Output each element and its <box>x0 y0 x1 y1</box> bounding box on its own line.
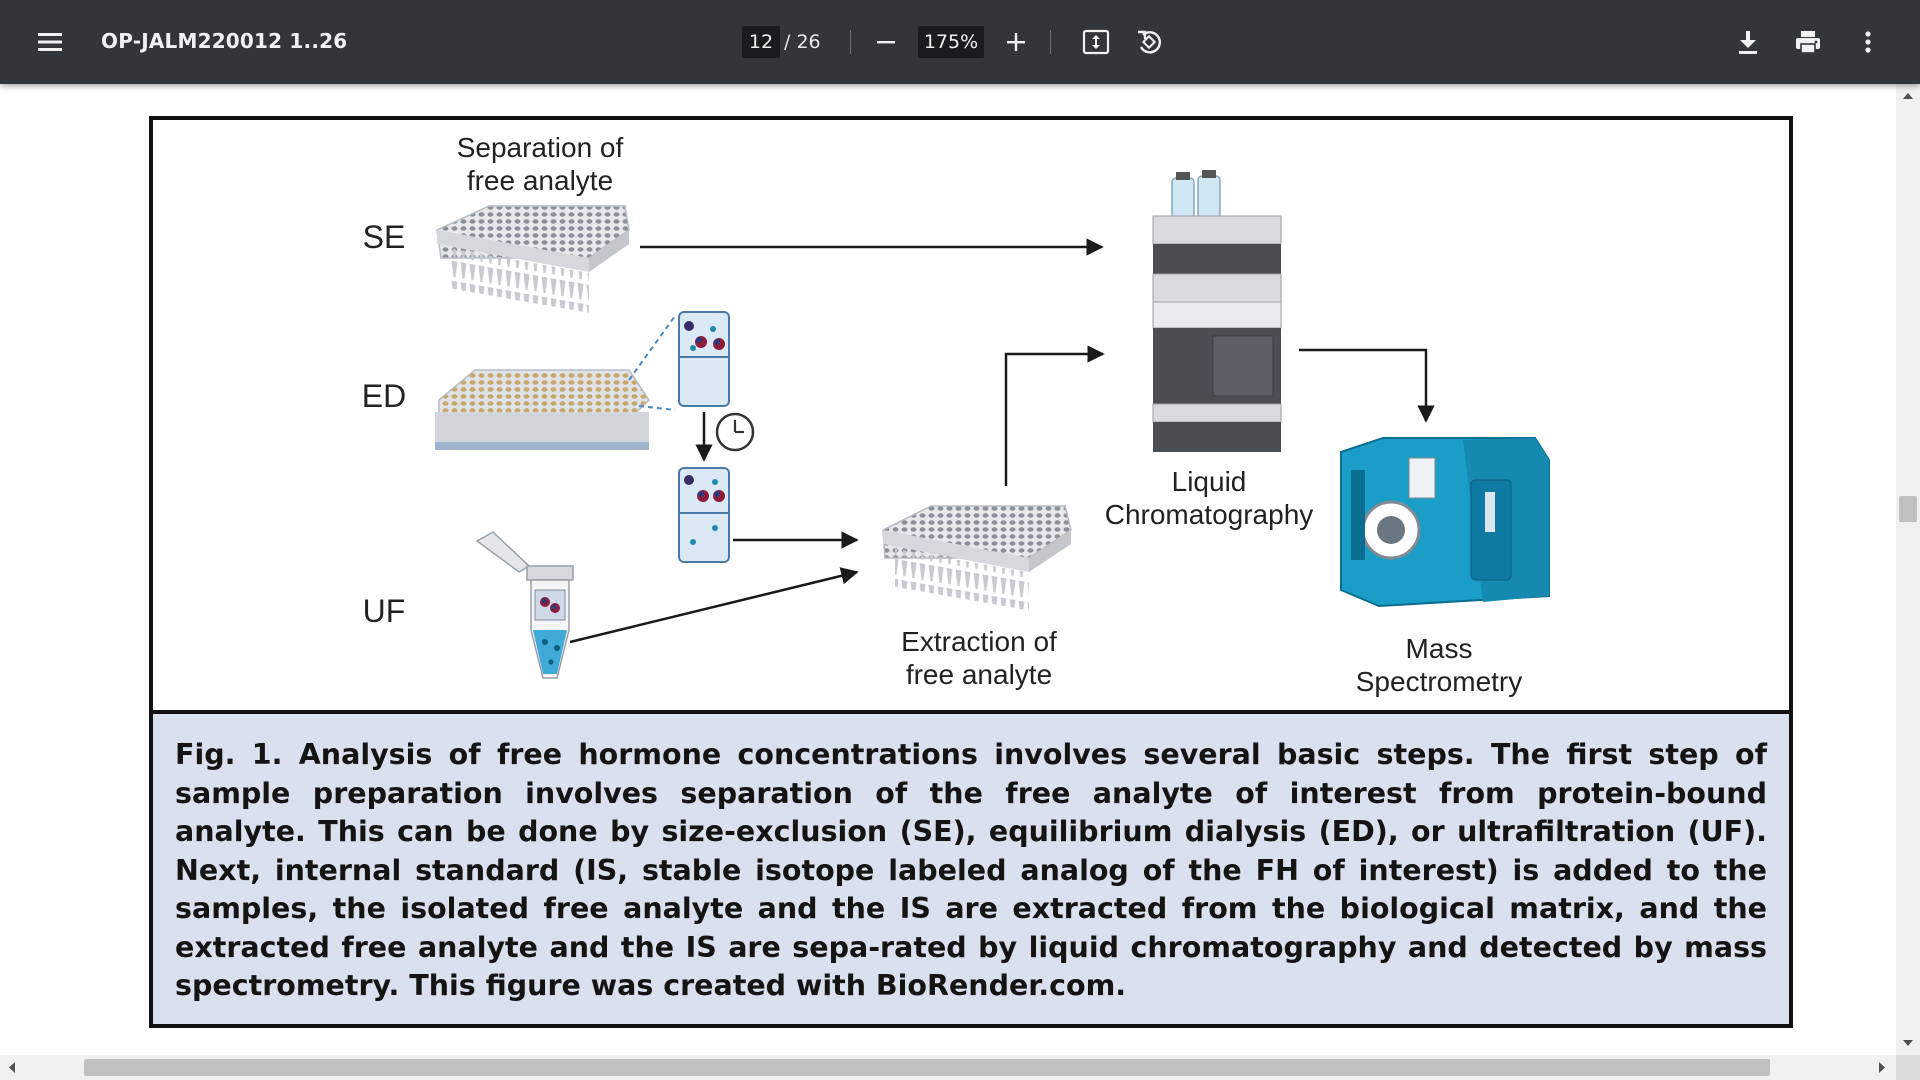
label-extraction-line2: free analyte <box>906 659 1052 690</box>
figure-caption: Fig. 1. Analysis of free hormone concent… <box>153 710 1789 1024</box>
label-lc-line1: Liquid <box>1172 466 1247 497</box>
triangle-down-icon <box>1903 1040 1913 1046</box>
scroll-down-arrow[interactable] <box>1896 1035 1920 1051</box>
toolbar-divider <box>1050 30 1051 54</box>
horizontal-scroll-thumb[interactable] <box>84 1059 1770 1076</box>
figure-illustration: SE ED UF Separation of free analyte <box>153 120 1789 710</box>
fit-page-icon <box>1082 29 1110 55</box>
clock-icon <box>715 412 755 452</box>
se-filter-plate <box>436 205 630 313</box>
more-vert-icon <box>1865 31 1871 53</box>
vertical-scroll-thumb[interactable] <box>1899 496 1917 522</box>
page-number-input[interactable]: 12 <box>742 26 780 58</box>
minus-icon <box>877 41 895 44</box>
rotate-button[interactable] <box>1129 22 1169 62</box>
pdf-viewport[interactable]: SE ED UF Separation of free analyte <box>0 84 1896 1055</box>
caption-figure-label: Fig. 1. <box>175 738 283 771</box>
arrow-uf-to-extraction <box>569 567 859 644</box>
vertical-scrollbar[interactable] <box>1896 84 1920 1055</box>
triangle-right-icon <box>1879 1062 1885 1073</box>
pdf-toolbar: OP-JALM220012 1..26 12 / 26 175% <box>0 0 1920 84</box>
label-ed: ED <box>362 378 406 414</box>
caption-body: Analysis of free hormone concentrations … <box>175 738 1767 1002</box>
mass-spectrometer <box>1340 437 1550 608</box>
arrow-extraction-to-lc <box>1004 345 1105 486</box>
scrollbar-corner <box>1896 1055 1920 1080</box>
liquid-chromatograph <box>1152 170 1282 452</box>
scroll-right-arrow[interactable] <box>1872 1057 1892 1078</box>
label-ms-line2: Spectrometry <box>1356 666 1523 697</box>
dialysis-cell-equilibrium <box>678 467 730 563</box>
ed-dialysis-plate <box>435 369 650 450</box>
extraction-plate <box>882 505 1072 611</box>
arrow-lc-to-ms <box>1299 348 1435 423</box>
label-separation-line2: free analyte <box>467 165 613 196</box>
zoom-line <box>638 405 676 411</box>
zoom-out-button[interactable] <box>866 22 906 62</box>
download-icon <box>1739 31 1757 54</box>
triangle-left-icon <box>9 1062 15 1073</box>
zoom-line <box>628 315 676 381</box>
triangle-up-icon <box>1903 93 1913 99</box>
document-title: OP-JALM220012 1..26 <box>101 29 348 53</box>
label-separation-line1: Separation of <box>457 132 624 163</box>
dialysis-cell-start <box>678 311 730 407</box>
print-icon <box>1796 31 1820 54</box>
label-uf: UF <box>363 593 406 629</box>
figure-frame: SE ED UF Separation of free analyte <box>149 116 1793 1028</box>
menu-button[interactable] <box>30 22 70 62</box>
page-total: / 26 <box>784 31 821 53</box>
zoom-in-button[interactable] <box>996 22 1036 62</box>
print-button[interactable] <box>1788 22 1828 62</box>
fit-to-page-button[interactable] <box>1076 22 1116 62</box>
zoom-level-input[interactable]: 175% <box>918 26 984 58</box>
caption-paragraph: Fig. 1. Analysis of free hormone concent… <box>175 736 1767 1006</box>
download-button[interactable] <box>1728 22 1768 62</box>
more-actions-button[interactable] <box>1848 22 1888 62</box>
toolbar-divider <box>850 30 851 54</box>
rotate-icon <box>1138 30 1162 54</box>
horizontal-scrollbar[interactable] <box>0 1055 1920 1080</box>
scroll-up-arrow[interactable] <box>1896 88 1920 104</box>
label-ms-line1: Mass <box>1406 633 1473 664</box>
ultrafiltration-tube <box>475 531 574 679</box>
menu-icon <box>38 33 62 51</box>
label-lc-line2: Chromatography <box>1105 499 1314 530</box>
scroll-left-arrow[interactable] <box>2 1057 22 1078</box>
label-se: SE <box>363 219 406 255</box>
label-extraction-line1: Extraction of <box>901 626 1057 657</box>
plus-icon <box>1007 33 1025 51</box>
